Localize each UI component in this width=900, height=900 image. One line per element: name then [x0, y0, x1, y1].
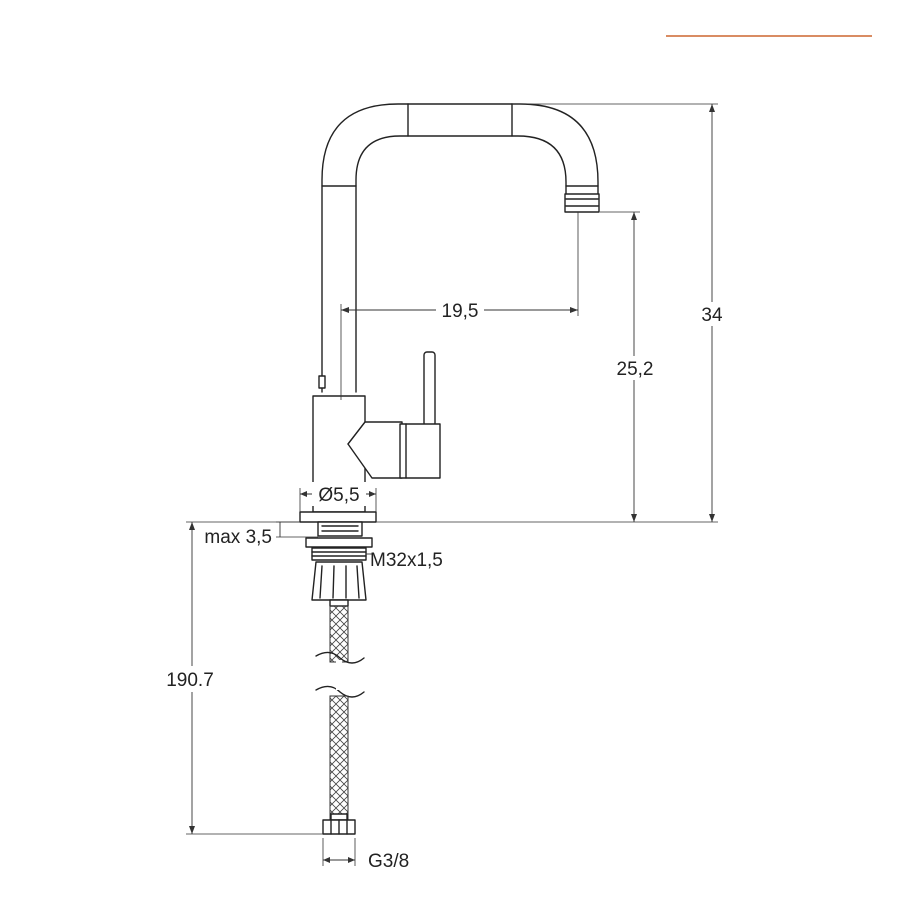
break-line-top — [315, 651, 365, 664]
label-spout-reach: 19,5 — [442, 301, 479, 322]
label-thread: M32x1,5 — [370, 550, 443, 571]
hose-lower — [329, 695, 349, 821]
thread-section — [311, 547, 367, 561]
nut-rib — [319, 565, 323, 599]
label-hose-length: 190.7 — [166, 670, 214, 691]
dimension-lines — [186, 103, 718, 866]
nut-rib — [356, 565, 360, 599]
base-assembly — [299, 511, 377, 607]
spout-outline — [321, 103, 599, 393]
spout-joint — [318, 375, 326, 389]
supply-hose — [315, 605, 365, 835]
washer — [305, 537, 373, 548]
spout-inner-outline — [355, 135, 567, 393]
mounting-nut — [311, 561, 367, 601]
label-hole-diameter: Ø5,5 — [318, 485, 359, 506]
dimension-labels: 19,5 25,2 34 Ø5,5 max 3,5 M32x1,5 190.7 … — [160, 298, 728, 872]
mixer-edge — [347, 421, 366, 445]
hose-ferrule — [330, 813, 348, 821]
aerator — [564, 193, 600, 213]
label-connector: G3/8 — [368, 851, 409, 872]
base-flange — [299, 511, 377, 523]
lever-handle — [423, 351, 436, 427]
hose-break-gap — [336, 660, 342, 690]
label-max-thickness: max 3,5 — [204, 527, 272, 548]
nut-neck — [329, 599, 349, 607]
base-seal — [317, 521, 363, 537]
nut-rib — [332, 565, 335, 599]
label-total-height: 34 — [701, 305, 723, 326]
label-spout-height: 25,2 — [617, 359, 654, 380]
break-line-bottom — [315, 685, 365, 698]
